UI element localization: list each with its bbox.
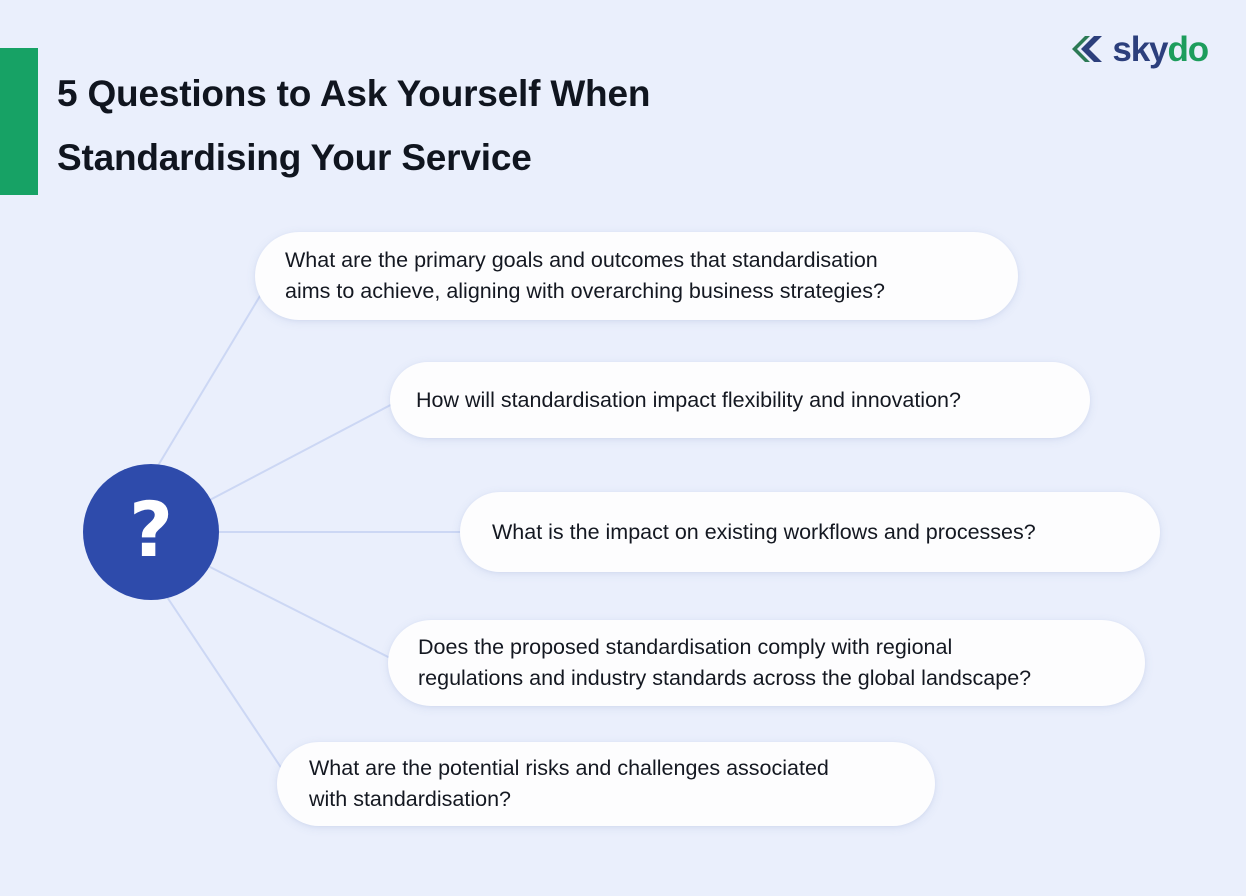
question-pill-5-line-2: with standardisation? bbox=[309, 787, 511, 811]
question-pill-1-line-1: What are the primary goals and outcomes … bbox=[285, 248, 878, 273]
connector-line-5 bbox=[164, 593, 293, 785]
question-pill-1: What are the primary goals and outcomes … bbox=[255, 232, 1018, 320]
question-pill-2-line-1: How will standardisation impact flexibil… bbox=[416, 387, 961, 412]
question-pill-2-text: How will standardisation impact flexibil… bbox=[416, 385, 961, 416]
skydo-wordmark-sky: sky bbox=[1112, 29, 1168, 69]
page-title: 5 Questions to Ask Yourself When Standar… bbox=[57, 62, 877, 190]
question-pill-3-line-1: What is the impact on existing workflows… bbox=[492, 519, 1036, 544]
skydo-logo: skydo bbox=[1071, 27, 1209, 71]
skydo-chevron-mark-icon bbox=[1072, 36, 1103, 62]
page-title-line-1: 5 Questions to Ask Yourself When bbox=[57, 73, 651, 114]
central-question-hub: ? bbox=[83, 464, 219, 600]
connector-line-4 bbox=[207, 565, 401, 664]
question-pill-2: How will standardisation impact flexibil… bbox=[390, 362, 1090, 438]
question-pill-3-text: What is the impact on existing workflows… bbox=[492, 517, 1036, 548]
connector-line-2 bbox=[205, 399, 401, 503]
question-pill-5-text: What are the potential risks and challen… bbox=[309, 753, 829, 814]
question-pill-4: Does the proposed standardisation comply… bbox=[388, 620, 1145, 706]
question-mark-icon: ? bbox=[128, 485, 174, 574]
question-pill-5: What are the potential risks and challen… bbox=[277, 742, 935, 826]
connector-line-1 bbox=[155, 275, 273, 470]
question-pill-1-line-2: aims to achieve, aligning with overarchi… bbox=[285, 279, 885, 303]
page-title-line-2: Standardising Your Service bbox=[57, 137, 532, 178]
question-pill-3: What is the impact on existing workflows… bbox=[460, 492, 1160, 572]
skydo-wordmark: skydo bbox=[1112, 29, 1209, 69]
question-pill-5-line-1: What are the potential risks and challen… bbox=[309, 756, 829, 781]
skydo-wordmark-do: do bbox=[1167, 29, 1209, 69]
question-pill-4-line-2: regulations and industry standards acros… bbox=[418, 666, 1032, 690]
question-pill-1-text: What are the primary goals and outcomes … bbox=[285, 245, 885, 306]
title-accent-bar bbox=[0, 48, 38, 195]
question-pill-4-text: Does the proposed standardisation comply… bbox=[418, 632, 1031, 693]
question-pill-4-line-1: Does the proposed standardisation comply… bbox=[418, 635, 953, 660]
